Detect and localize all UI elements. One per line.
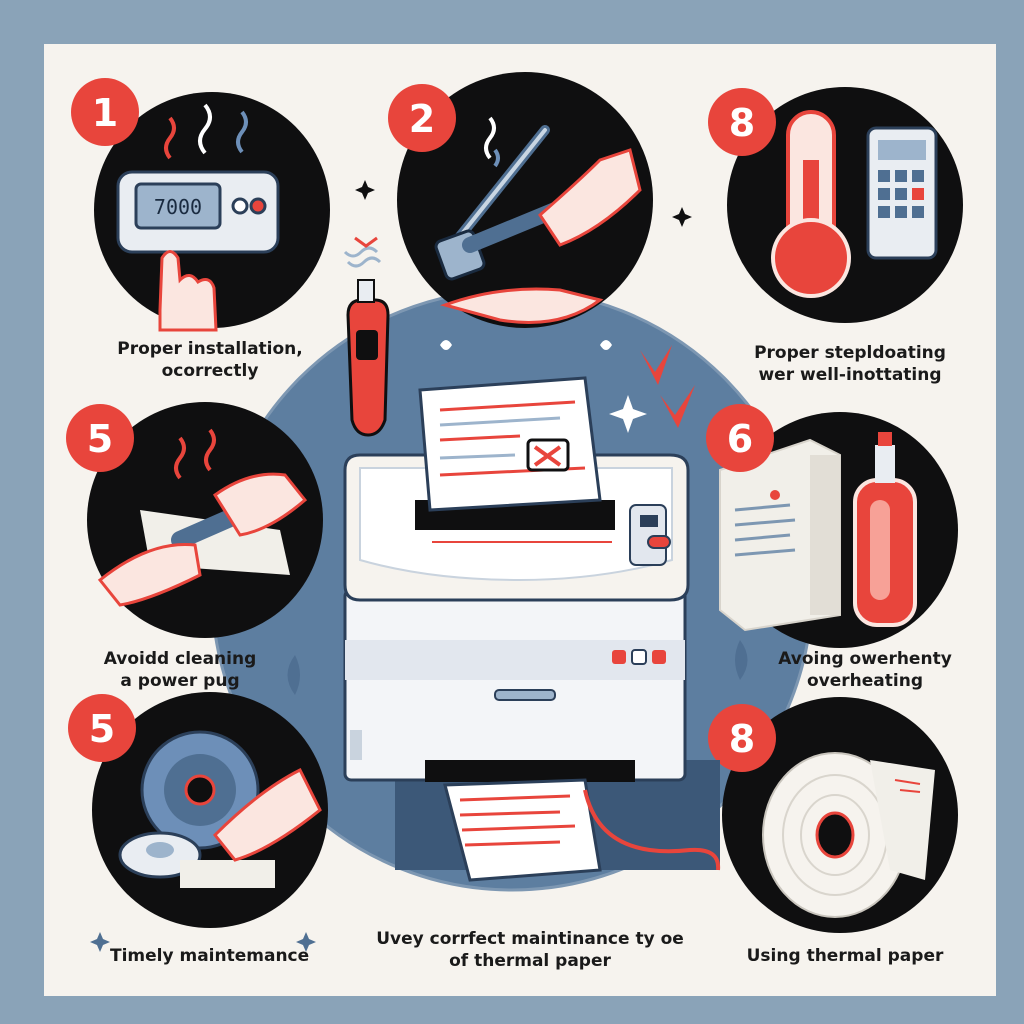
decorative-checkmarks (640, 345, 695, 428)
handheld-scanner-icon (343, 236, 390, 437)
step-1-badge: 1 (71, 78, 139, 146)
step-3-caption: Proper stepldoating wer well-inottating (754, 343, 946, 385)
cleaning-pen-icon (434, 125, 642, 324)
step-3-circle (727, 87, 963, 323)
control-panel-icon: 7000 (116, 170, 280, 332)
panel-display-text: 7000 (154, 195, 202, 219)
step-4-caption: Avoidd cleaning a power pug (103, 649, 257, 691)
step-3-number: 8 (729, 101, 755, 145)
step-2-circle (397, 72, 653, 328)
decorative-leaves (287, 640, 748, 695)
step-5-number: 6 (727, 417, 753, 461)
step-6-badge: 5 (68, 694, 136, 762)
step-4-number: 5 (87, 417, 113, 461)
step-7-circle (722, 697, 958, 933)
thermal-printer-icon (343, 376, 721, 882)
step-1-caption: Proper installation, ocorrectly (117, 339, 303, 381)
step-4-badge: 5 (66, 404, 134, 472)
thermal-paper-roll-icon (762, 752, 935, 918)
step-7-number: 8 (729, 717, 755, 761)
step-4-circle (87, 402, 323, 638)
center-caption: Uvey corrfect maintinance ty oe of therm… (376, 929, 684, 971)
step-1-circle: 7000 (94, 92, 330, 332)
step-7-caption: Using thermal paper (746, 946, 944, 966)
step-6-caption: Timely maintemance (110, 946, 310, 966)
power-plug-icon (97, 472, 308, 607)
step-5-caption: Avoing owerhenty overheating (778, 649, 952, 691)
decorative-sparkles (90, 180, 692, 952)
step-5-badge: 6 (706, 404, 774, 472)
step-5-circle (719, 412, 958, 648)
cleaner-bottle-icon (719, 432, 917, 632)
error-mark-icon (526, 438, 570, 472)
step-1-number: 1 (92, 91, 118, 135)
step-2-number: 2 (409, 97, 435, 141)
step-3-badge: 8 (708, 88, 776, 156)
step-7-badge: 8 (708, 704, 776, 772)
tape-roll-icon (118, 730, 322, 888)
step-6-circle (92, 692, 328, 928)
thermometer-icon (771, 110, 938, 298)
step-2-badge: 2 (388, 84, 456, 152)
step-6-number: 5 (89, 707, 115, 751)
